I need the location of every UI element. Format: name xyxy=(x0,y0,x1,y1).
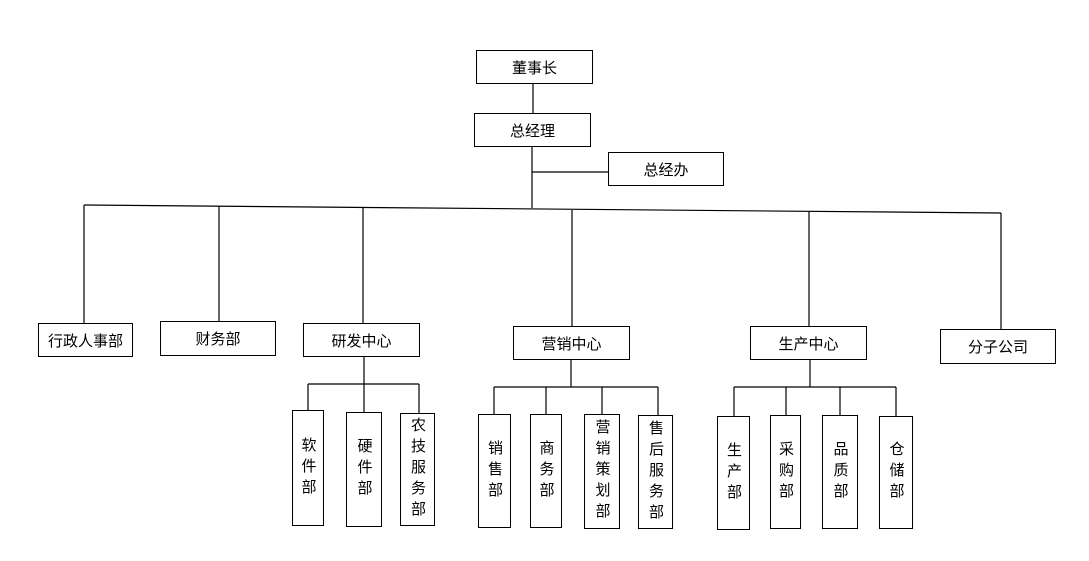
general-manager-node: 总经理 xyxy=(474,113,591,147)
dept-branch-label: 分子公司 xyxy=(967,338,1028,356)
general-manager-label: 总经理 xyxy=(509,121,555,140)
prod-sub-quality-label: 品质部 xyxy=(831,440,850,504)
rd-sub-hardware-node: 硬件部 xyxy=(346,412,382,527)
rd-sub-software-label: 软件部 xyxy=(299,436,318,500)
chairman-label: 董事长 xyxy=(511,58,557,77)
dept-rd-node: 研发中心 xyxy=(303,323,420,357)
gm-office-label: 总经办 xyxy=(643,160,689,179)
dept-marketing-label: 营销中心 xyxy=(541,334,602,353)
prod-sub-production-node: 生产部 xyxy=(717,416,750,530)
dept-admin-hr-node: 行政人事部 xyxy=(38,323,133,357)
dept-branch-node: 分子公司 xyxy=(940,329,1056,364)
rd-sub-agritech-node: 农技服务部 xyxy=(400,413,435,526)
gm-office-node: 总经办 xyxy=(608,152,724,186)
dept-admin-hr-label: 行政人事部 xyxy=(47,331,123,350)
mkt-sub-planning-node: 营销策划部 xyxy=(584,414,620,529)
mkt-sub-sales-label: 销售部 xyxy=(486,439,504,503)
prod-sub-purchasing-node: 采购部 xyxy=(770,415,801,529)
mkt-sub-business-node: 商务部 xyxy=(530,414,562,528)
dept-rd-label: 研发中心 xyxy=(331,331,392,350)
rd-sub-hardware-label: 硬件部 xyxy=(355,438,374,501)
dept-marketing-node: 营销中心 xyxy=(513,326,630,360)
dept-finance-label: 财务部 xyxy=(195,330,241,348)
mkt-sub-business-label: 商务部 xyxy=(537,439,556,503)
prod-sub-warehouse-label: 仓储部 xyxy=(887,441,906,504)
mkt-sub-sales-node: 销售部 xyxy=(478,414,511,528)
prod-sub-quality-node: 品质部 xyxy=(822,415,858,529)
mkt-sub-aftersales-label: 售后服务部 xyxy=(647,419,665,525)
prod-sub-production-label: 生产部 xyxy=(725,441,743,505)
rd-sub-agritech-label: 农技服务部 xyxy=(409,417,427,522)
mkt-sub-planning-label: 营销策划部 xyxy=(593,419,612,524)
chairman-node: 董事长 xyxy=(476,50,593,84)
dept-finance-node: 财务部 xyxy=(160,321,276,356)
prod-sub-purchasing-label: 采购部 xyxy=(777,440,795,504)
mkt-sub-aftersales-node: 售后服务部 xyxy=(638,415,673,529)
prod-sub-warehouse-node: 仓储部 xyxy=(879,416,913,529)
rd-sub-software-node: 软件部 xyxy=(292,410,324,526)
dept-production-node: 生产中心 xyxy=(750,326,867,360)
dept-production-label: 生产中心 xyxy=(778,334,839,353)
